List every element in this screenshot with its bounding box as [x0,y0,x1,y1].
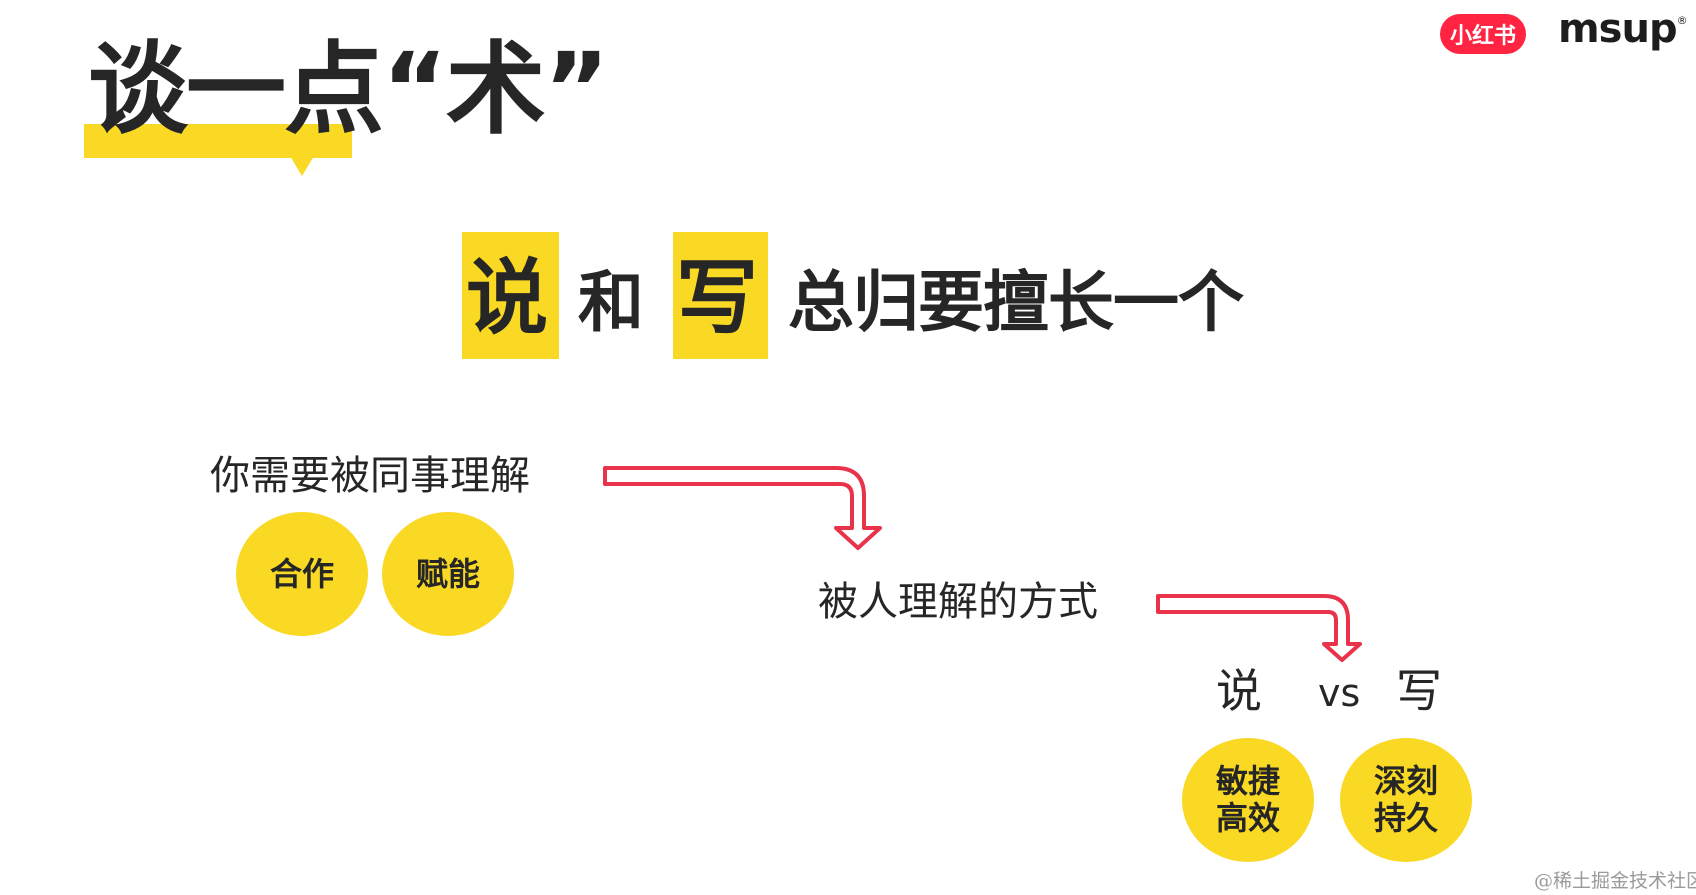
vs-label: vs [1318,671,1361,715]
watermark: @稀土掘金技术社区 [1534,870,1696,892]
msup-logo-text: msup [1558,6,1678,52]
circle-deep-label: 深刻持久 [1373,762,1438,837]
registered-mark: ® [1676,14,1688,27]
circle-agile: 敏捷高效 [1182,738,1314,862]
circle-empower: 赋能 [382,512,514,636]
title-highlight-bar [84,124,352,158]
title-highlight-notch [290,156,314,176]
xiaohongshu-logo-text: 小红书 [1449,24,1516,49]
write-label: 写 [1396,664,1442,718]
msup-logo: msup® [1558,6,1688,52]
headline-rest: 总归要擅长一个 [788,264,1244,341]
circle-cooperation-label: 合作 [269,554,334,593]
arrow-1-icon [603,466,882,550]
headline-highlight-write [673,232,768,359]
circle-agile-label: 敏捷高效 [1215,762,1280,837]
headline-highlight-speak [462,232,559,359]
circle-empower-label: 赋能 [415,554,480,593]
arrow-2-icon [1156,594,1362,662]
xiaohongshu-logo: 小红书 [1440,14,1526,54]
slide-title: 谈一点“术” [88,31,609,148]
headline-word-speak: 说 [466,251,549,346]
need-understood-text: 你需要被同事理解 [210,453,530,499]
circle-deep: 深刻持久 [1340,738,1472,862]
headline-word-write: 写 [676,251,759,346]
speak-label: 说 [1216,664,1262,718]
headline-word-and: 和 [578,264,644,341]
understood-way-text: 被人理解的方式 [818,579,1098,625]
circle-cooperation: 合作 [236,512,368,636]
